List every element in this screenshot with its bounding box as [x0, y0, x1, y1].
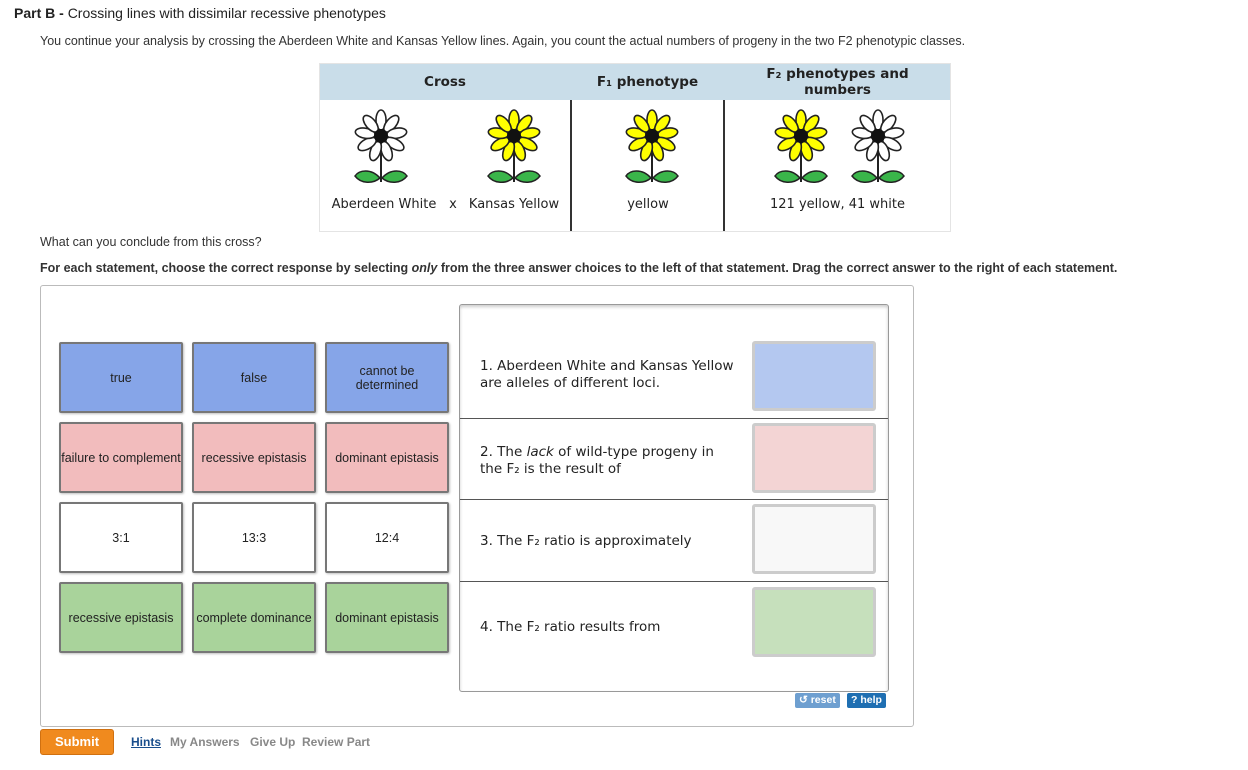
white-flower-icon	[848, 108, 908, 192]
drop-target-1[interactable]	[752, 341, 876, 411]
yellow-flower-icon	[622, 108, 682, 192]
choice-tile[interactable]: false	[192, 342, 316, 413]
caption-f2: 121 yellow, 41 white	[770, 197, 905, 212]
choice-tile[interactable]: dominant epistasis	[325, 422, 449, 493]
yellow-flower-icon	[771, 108, 831, 192]
reset-button[interactable]: ↺ reset	[795, 693, 840, 708]
header-f1: F₁ phenotype	[596, 74, 699, 90]
header-f2: F₂ phenotypes and numbers	[766, 66, 909, 98]
choice-tile[interactable]: recessive epistasis	[192, 422, 316, 493]
question-text: What can you conclude from this cross?	[40, 235, 262, 249]
drop-target-3[interactable]	[752, 504, 876, 574]
my-answers-link[interactable]: My Answers	[170, 735, 240, 749]
hints-link[interactable]: Hints	[131, 735, 161, 749]
help-button[interactable]: ? help	[847, 693, 886, 708]
part-title: Part B - Crossing lines with dissimilar …	[14, 5, 386, 21]
caption-f1: yellow	[627, 197, 669, 212]
caption-aberdeen-white: Aberdeen White	[331, 197, 437, 212]
drag-drop-widget: true false cannot be determined failure …	[40, 285, 914, 727]
give-up-link[interactable]: Give Up	[250, 735, 296, 749]
caption-kansas-yellow: Kansas Yellow	[468, 197, 560, 212]
drop-target-4[interactable]	[752, 587, 876, 657]
instruction-text: For each statement, choose the correct r…	[40, 261, 1118, 275]
statement-3: 3. The F₂ ratio is approximately	[480, 533, 692, 549]
choice-tile[interactable]: complete dominance	[192, 582, 316, 653]
white-flower-icon	[351, 108, 411, 192]
intro-text: You continue your analysis by crossing t…	[40, 34, 966, 48]
statements-panel: 1. Aberdeen White and Kansas Yellow are …	[459, 304, 889, 692]
part-heading: Crossing lines with dissimilar recessive…	[67, 5, 386, 21]
review-part-link[interactable]: Review Part	[302, 735, 371, 749]
yellow-flower-icon	[484, 108, 544, 192]
caption-cross-x: x	[449, 197, 457, 212]
choice-tile[interactable]: recessive epistasis	[59, 582, 183, 653]
statement-4: 4. The F₂ ratio results from	[480, 619, 661, 635]
column-divider	[570, 100, 572, 231]
choice-tile[interactable]: true	[59, 342, 183, 413]
header-cross: Cross	[424, 74, 466, 90]
choice-tile[interactable]: 3:1	[59, 502, 183, 573]
choice-tile[interactable]: failure to complement	[59, 422, 183, 493]
choice-tile[interactable]: dominant epistasis	[325, 582, 449, 653]
column-divider	[723, 100, 725, 231]
submit-button[interactable]: Submit	[40, 729, 114, 755]
cross-table: Cross F₁ phenotype F₂ phenotypes and num…	[319, 63, 951, 232]
statement-row: 4. The F₂ ratio results from	[460, 582, 888, 690]
choice-tile[interactable]: 13:3	[192, 502, 316, 573]
statement-2: 2. The lack of wild-type progeny in the …	[480, 444, 714, 477]
part-label: Part B -	[14, 5, 64, 21]
table-header: Cross F₁ phenotype F₂ phenotypes and num…	[320, 64, 950, 100]
statement-row: 2. The lack of wild-type progeny in the …	[460, 419, 888, 500]
choice-tile[interactable]: 12:4	[325, 502, 449, 573]
statement-1: 1. Aberdeen White and Kansas Yellow are …	[480, 358, 734, 391]
statement-row: 3. The F₂ ratio is approximately	[460, 500, 888, 582]
drop-target-2[interactable]	[752, 423, 876, 493]
statement-row: 1. Aberdeen White and Kansas Yellow are …	[460, 305, 888, 419]
choice-tile[interactable]: cannot be determined	[325, 342, 449, 413]
